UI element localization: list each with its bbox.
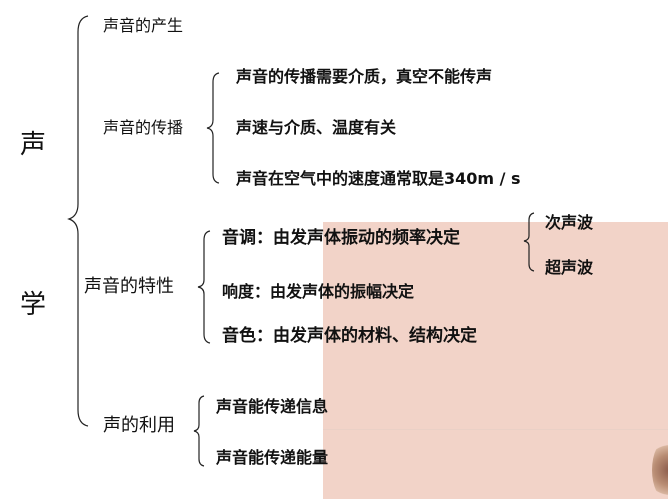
usage-item-information: 声音能传递信息 <box>216 397 329 416</box>
propagation-item-1: 声音的传播需要介质，真空不能传声 <box>236 67 493 86</box>
panel-divider <box>323 429 668 430</box>
propagation-item-3: 声音在空气中的速度通常取是340m / s <box>236 169 521 188</box>
decorative-image <box>652 440 668 500</box>
branch-usage: 声的利用 <box>103 415 175 436</box>
root-char-2: 学 <box>20 290 47 320</box>
characteristic-pitch: 音调：由发声体振动的频率决定 <box>222 228 460 248</box>
usage-brace <box>193 395 205 467</box>
pitch-sub-brace <box>523 212 535 272</box>
root-char-1: 声 <box>20 130 47 160</box>
branch-propagation: 声音的传播 <box>103 118 184 137</box>
background-panel <box>323 222 668 499</box>
branch-production: 声音的产生 <box>103 16 184 35</box>
propagation-item-2: 声速与介质、温度有关 <box>236 118 397 137</box>
main-brace <box>67 15 89 427</box>
branch-characteristics: 声音的特性 <box>84 276 174 297</box>
characteristics-brace <box>197 230 211 344</box>
characteristic-loudness: 响度：由发声体的振幅决定 <box>222 282 415 301</box>
propagation-brace <box>206 72 220 184</box>
characteristic-timbre: 音色：由发声体的材料、结构决定 <box>222 326 477 346</box>
usage-item-energy: 声音能传递能量 <box>216 448 329 467</box>
pitch-sub-ultrasound: 超声波 <box>545 258 594 277</box>
pitch-sub-infrasound: 次声波 <box>545 213 594 232</box>
